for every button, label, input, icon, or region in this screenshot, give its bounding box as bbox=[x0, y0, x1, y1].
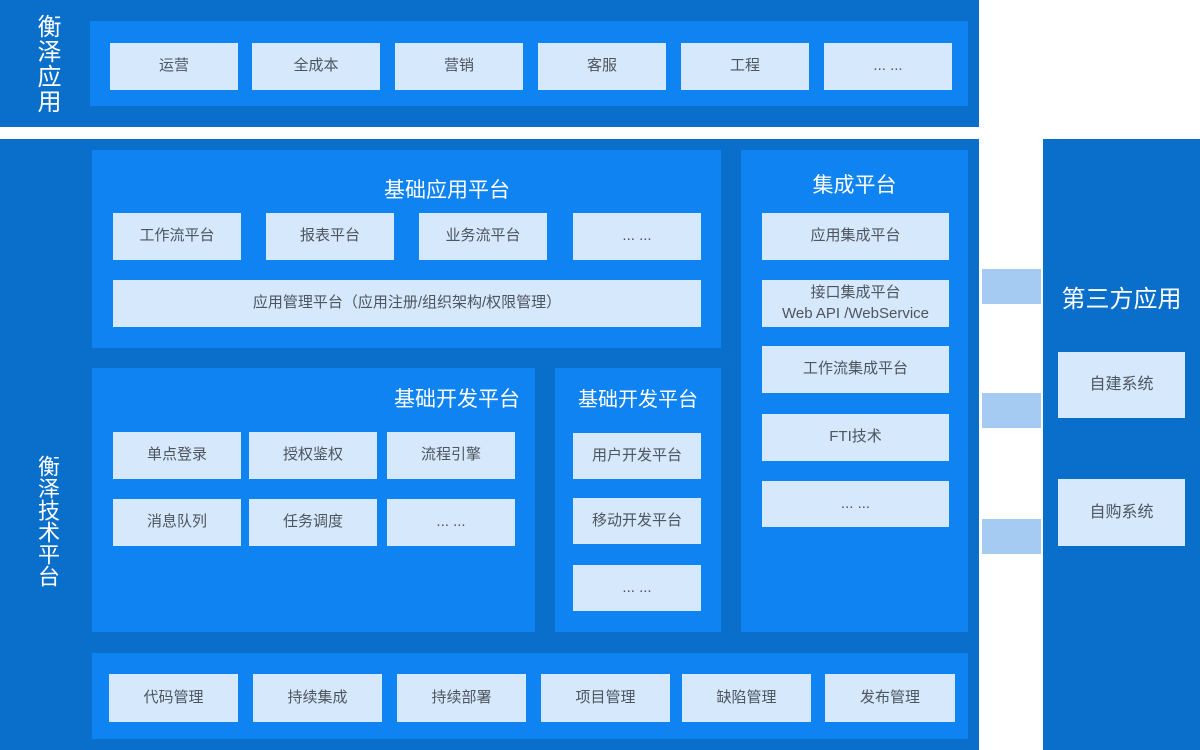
base-dev-platform-left-panel: 基础开发平台 单点登录 授权鉴权 流程引擎 消息队列 任务调度 ... ... bbox=[92, 368, 535, 632]
box-self-built-system: 自建系统 bbox=[1058, 352, 1185, 418]
box-release-management: 发布管理 bbox=[825, 674, 955, 722]
box-more-app-platform: ... ... bbox=[573, 213, 701, 260]
box-more-dev-right: ... ... bbox=[573, 565, 701, 611]
box-defect-management: 缺陷管理 bbox=[682, 674, 811, 722]
box-mobile-dev-platform: 移动开发平台 bbox=[573, 498, 701, 544]
box-purchased-system: 自购系统 bbox=[1058, 479, 1185, 546]
box-workflow-platform: 工作流平台 bbox=[113, 213, 241, 260]
box-more-integration: ... ... bbox=[762, 481, 949, 527]
box-message-queue: 消息队列 bbox=[113, 499, 241, 546]
base-dev-platform-right-title: 基础开发平台 bbox=[578, 389, 698, 411]
box-business-flow-platform: 业务流平台 bbox=[419, 213, 547, 260]
box-code-management: 代码管理 bbox=[109, 674, 238, 722]
hengze-apps-panel: 运营 全成本 营销 客服 工程 ... ... bbox=[90, 21, 968, 106]
box-process-engine: 流程引擎 bbox=[387, 432, 515, 479]
integration-platform-title: 集成平台 bbox=[812, 174, 897, 197]
box-app-management-platform: 应用管理平台（应用注册/组织架构/权限管理） bbox=[113, 280, 701, 327]
box-task-scheduling: 任务调度 bbox=[249, 499, 377, 546]
box-auth: 授权鉴权 bbox=[249, 432, 377, 479]
hengze-tech-label: 衡泽技术平台 bbox=[35, 455, 60, 587]
base-app-platform-panel: 基础应用平台 工作流平台 报表平台 业务流平台 ... ... 应用管理平台（应… bbox=[92, 150, 721, 348]
box-operations: 运营 bbox=[110, 43, 238, 90]
box-sso: 单点登录 bbox=[113, 432, 241, 479]
box-fti-technology: FTI技术 bbox=[762, 414, 949, 461]
devops-bar-panel: 代码管理 持续集成 持续部署 项目管理 缺陷管理 发布管理 bbox=[92, 653, 968, 739]
box-app-integration: 应用集成平台 bbox=[762, 213, 949, 260]
base-dev-platform-left-title: 基础开发平台 bbox=[394, 388, 520, 411]
box-project-management: 项目管理 bbox=[541, 674, 670, 722]
box-customer-service: 客服 bbox=[538, 43, 666, 90]
box-engineering: 工程 bbox=[681, 43, 809, 90]
box-continuous-deployment: 持续部署 bbox=[397, 674, 526, 722]
box-workflow-integration: 工作流集成平台 bbox=[762, 346, 949, 393]
third-party-title: 第三方应用 bbox=[1061, 286, 1182, 313]
box-marketing: 营销 bbox=[395, 43, 523, 90]
hengze-apps-label: 衡泽应用 bbox=[33, 14, 60, 114]
box-user-dev-platform: 用户开发平台 bbox=[573, 433, 701, 479]
box-report-platform: 报表平台 bbox=[266, 213, 394, 260]
connector-block-3 bbox=[982, 519, 1041, 554]
hengze-apps-band: 衡泽应用 运营 全成本 营销 客服 工程 ... ... bbox=[0, 0, 979, 127]
base-dev-platform-right-panel: 基础开发平台 用户开发平台 移动开发平台 ... ... bbox=[555, 368, 721, 632]
integration-platform-panel: 集成平台 应用集成平台 接口集成平台 Web API /WebService 工… bbox=[741, 150, 968, 632]
box-api-integration: 接口集成平台 Web API /WebService bbox=[762, 280, 949, 327]
connector-block-1 bbox=[982, 269, 1041, 304]
box-continuous-integration: 持续集成 bbox=[253, 674, 382, 722]
box-total-cost: 全成本 bbox=[252, 43, 380, 90]
box-more-apps: ... ... bbox=[824, 43, 952, 90]
third-party-band: 第三方应用 自建系统 自购系统 bbox=[1043, 139, 1200, 750]
hengze-tech-band: 衡泽技术平台 基础应用平台 工作流平台 报表平台 业务流平台 ... ... 应… bbox=[0, 139, 979, 750]
base-app-platform-title: 基础应用平台 bbox=[384, 179, 510, 202]
connector-block-2 bbox=[982, 393, 1041, 428]
box-more-dev-left: ... ... bbox=[387, 499, 515, 546]
